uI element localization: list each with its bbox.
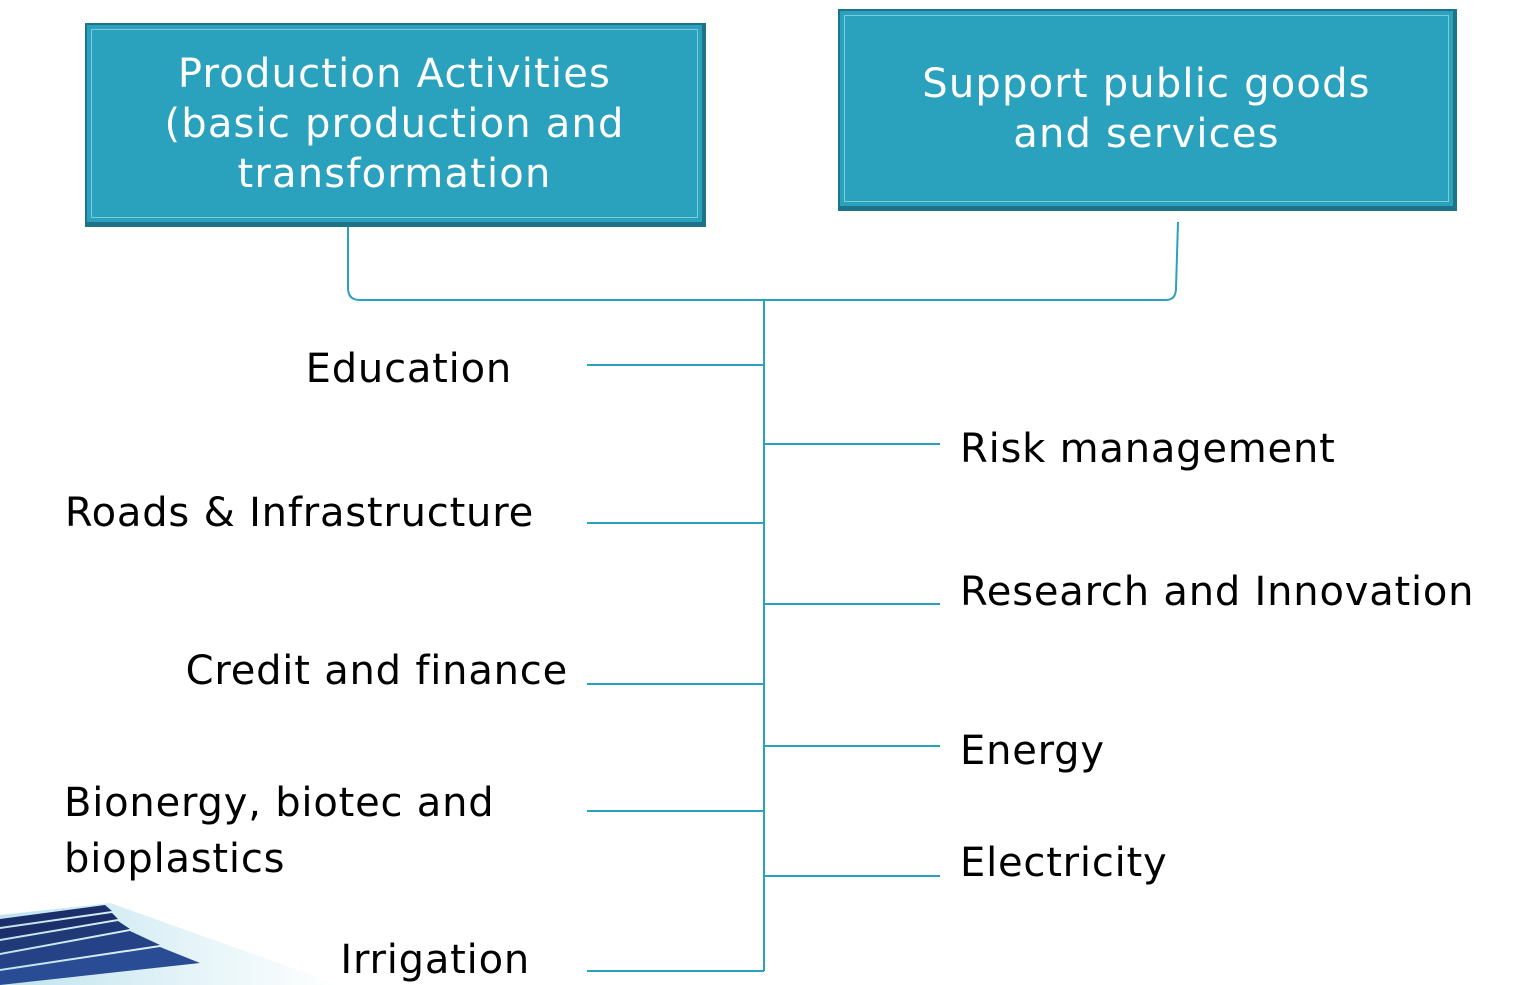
- decorative-stripes: [0, 903, 340, 985]
- production-activities-label: Production Activities (basic production …: [164, 50, 625, 197]
- production-activities-box: Production Activities (basic production …: [85, 23, 706, 227]
- item-energy: Energy: [960, 728, 1105, 774]
- item-roads-infrastructure: Roads & Infrastructure: [64, 490, 534, 536]
- item-research-innovation: Research and Innovation: [960, 569, 1475, 615]
- item-electricity: Electricity: [960, 840, 1168, 886]
- top-bracket: [347, 221, 1179, 301]
- item-risk-management: Risk management: [960, 426, 1336, 472]
- support-public-goods-box: Support public goods and services: [838, 9, 1457, 211]
- item-irrigation: Irrigation: [340, 937, 530, 983]
- support-public-goods-label: Support public goods and services: [922, 60, 1371, 157]
- item-credit-finance: Credit and finance: [185, 648, 568, 694]
- item-bioenergy: Bionergy, biotec and bioplastics: [64, 780, 495, 882]
- item-education: Education: [305, 346, 512, 392]
